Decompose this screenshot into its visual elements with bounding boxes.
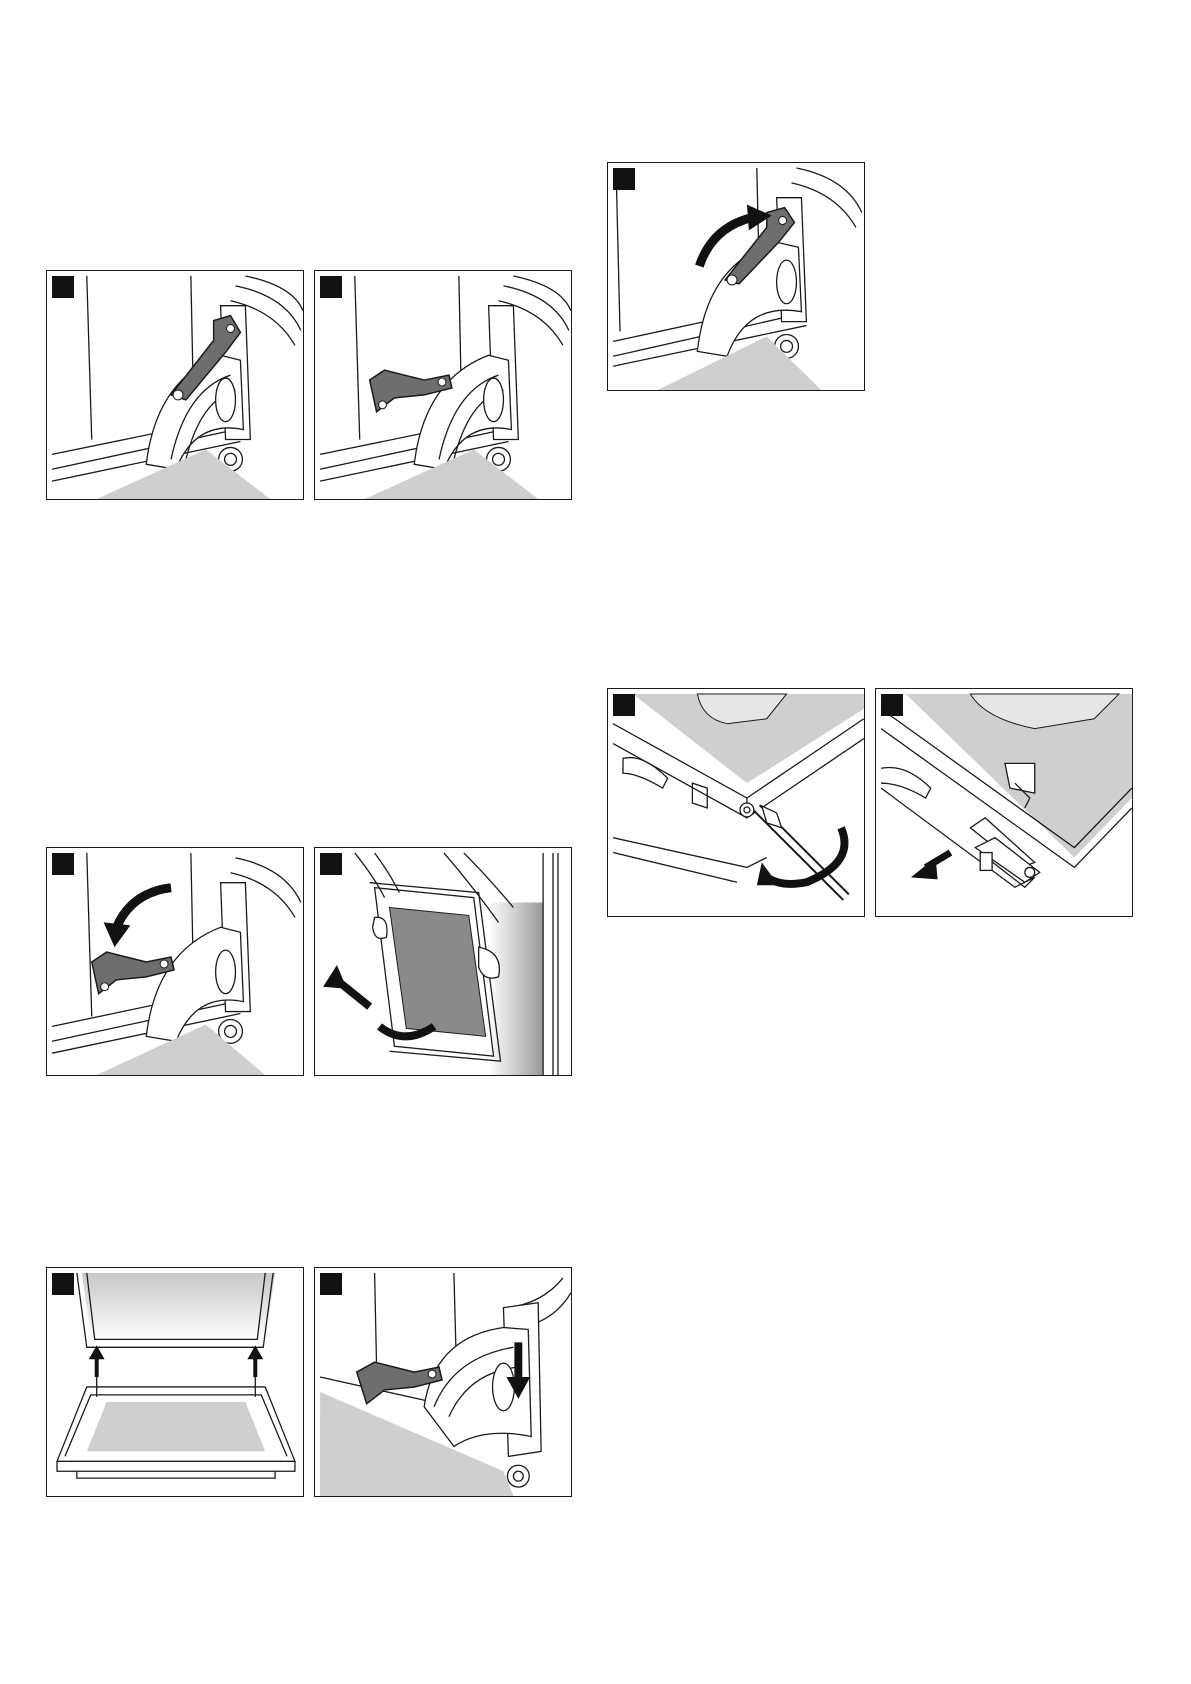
figure-oven-door-removal xyxy=(314,847,572,1076)
figure-number-badge xyxy=(52,276,74,298)
figure-number-badge xyxy=(320,1273,342,1295)
door-strip-pull-icon xyxy=(876,689,1132,916)
figure-hinge-lever-folded xyxy=(314,270,572,500)
figure-hinge-lever-upright xyxy=(46,270,304,500)
figure-number-badge xyxy=(613,694,635,716)
hinge-lever-folded-icon xyxy=(315,271,571,499)
figure-number-badge xyxy=(320,853,342,875)
figure-number-badge xyxy=(320,276,342,298)
figure-hinge-insert xyxy=(314,1267,572,1497)
oven-door-removal-icon xyxy=(315,848,571,1075)
figure-number-badge xyxy=(52,853,74,875)
screwdriver-unscrew-icon xyxy=(608,689,864,916)
figure-hinge-lever-raise xyxy=(607,162,865,391)
hinge-lever-fold-arrow-icon xyxy=(47,848,303,1075)
hinge-insert-down-arrow-icon xyxy=(315,1268,571,1496)
door-glass-insert-icon xyxy=(47,1268,303,1496)
hinge-lever-raise-arrow-icon xyxy=(608,163,864,390)
figure-door-strip-pull xyxy=(875,688,1133,917)
figure-screwdriver-unscrew xyxy=(607,688,865,917)
figure-number-badge xyxy=(52,1273,74,1295)
figure-number-badge xyxy=(881,694,903,716)
hinge-lever-upright-icon xyxy=(47,271,303,499)
figure-hinge-lever-fold xyxy=(46,847,304,1076)
figure-number-badge xyxy=(613,168,635,190)
figure-door-glass-insert xyxy=(46,1267,304,1497)
